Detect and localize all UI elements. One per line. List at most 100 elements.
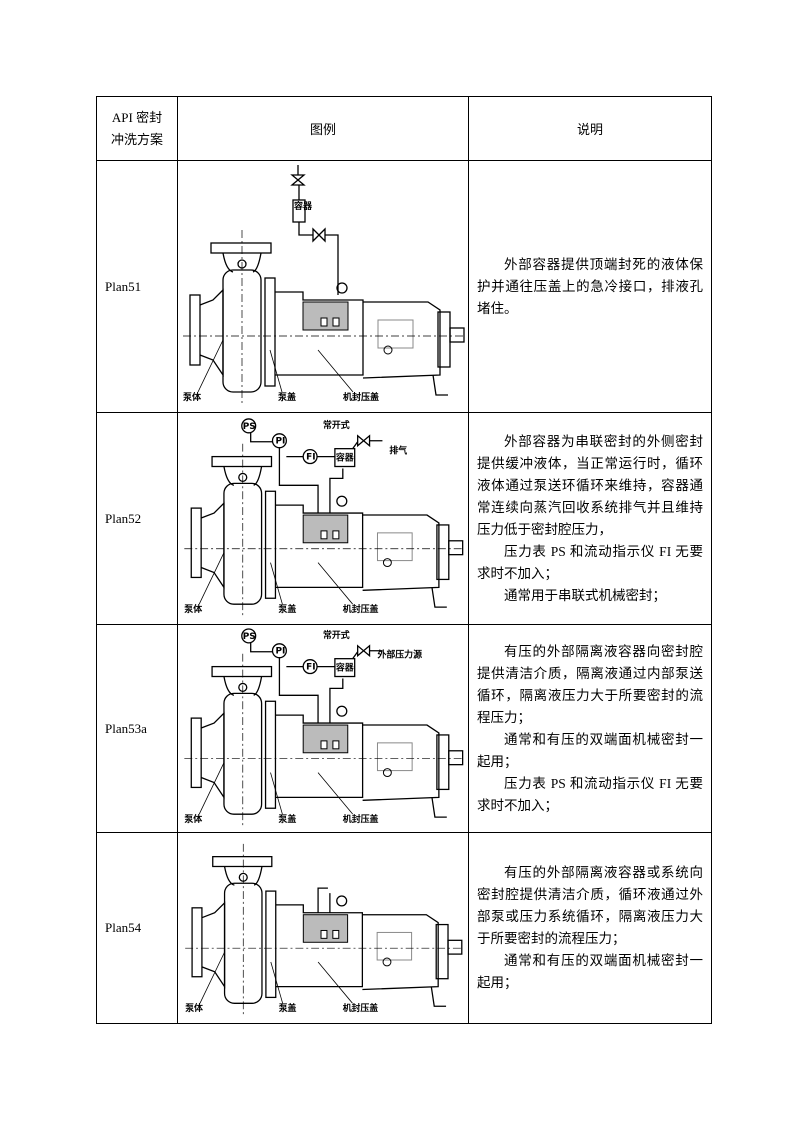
- piping: [250, 642, 344, 723]
- seal-chamber: [275, 503, 364, 588]
- seal-port: [320, 929, 328, 939]
- label-pump-body: 泵体: [185, 1002, 203, 1014]
- oil-sight-icon: [382, 557, 392, 567]
- leader-line: [317, 961, 353, 1004]
- bearing-frame: [362, 723, 440, 801]
- table-header-row: API 密封冲洗方案 图例 说明: [96, 96, 712, 161]
- header-figure: 图例: [177, 96, 469, 161]
- seal-port: [332, 929, 340, 939]
- label-ps: PS: [243, 421, 256, 431]
- description-paragraph: 压力表 PS 和流动指示仪 FI 无要求时不加入；: [477, 775, 703, 813]
- bearing-frame: [362, 913, 439, 990]
- header-description: 说明: [468, 96, 712, 161]
- suction-flange: [189, 293, 201, 366]
- discharge-neck: [223, 865, 263, 886]
- shaft-end: [448, 539, 464, 555]
- suction-nozzle: [201, 900, 226, 989]
- label-pump-cover: 泵盖: [278, 813, 296, 825]
- seal-port: [332, 317, 340, 326]
- leader-line: [199, 951, 225, 1003]
- label-vessel: 容器: [335, 451, 355, 463]
- label-pump-body: 泵体: [184, 603, 202, 615]
- description-paragraph: 通常用于串联式机械密封；: [504, 587, 666, 603]
- seal-chamber: [275, 903, 364, 987]
- plan-description: 有压的外部隔离液容器向密封腔提供清洁介质，隔离液通过内部泵送循环，隔离液压力大于…: [468, 624, 712, 833]
- label-vessel: 容器: [293, 200, 313, 212]
- valve-icon: [352, 643, 383, 659]
- lifting-eye-icon: [336, 281, 348, 294]
- lifting-eye-icon: [336, 495, 348, 507]
- suction-flange: [191, 906, 203, 977]
- leader-line: [197, 339, 224, 392]
- seal-chamber: [275, 713, 364, 798]
- valve-icon: [352, 433, 383, 449]
- seal-port: [320, 529, 328, 539]
- discharge-neck: [223, 465, 263, 486]
- label-outlet: 排气: [389, 444, 407, 456]
- lifting-eye-icon: [336, 894, 348, 906]
- plan-description: 外部容器提供顶端封死的液体保护并通往压盖上的急冷接口，排液孔堵住。: [468, 160, 712, 413]
- leader-line: [198, 762, 225, 814]
- suction-flange: [190, 716, 202, 788]
- oil-level-window: [376, 931, 413, 960]
- leader-line: [269, 349, 283, 392]
- support-foot: [432, 374, 448, 396]
- discharge-flange: [210, 241, 272, 254]
- label-pi: PI: [275, 646, 285, 656]
- pump-diagram: 泵体泵盖机封压盖: [177, 832, 469, 1024]
- label-seal-gland: 机封压盖: [343, 813, 379, 825]
- seal-port: [332, 529, 340, 539]
- discharge-neck: [222, 252, 262, 273]
- suction-nozzle: [200, 711, 225, 799]
- seal-port: [332, 739, 340, 749]
- pump-diagram-svg: 泵体 泵盖 机封压盖 容器: [183, 164, 466, 405]
- discharge-flange: [211, 665, 273, 677]
- label-seal-gland: 机封压盖: [343, 391, 379, 403]
- lifting-eye-icon: [336, 705, 348, 717]
- label-fi: FI: [306, 452, 315, 462]
- suction-nozzle: [200, 501, 225, 589]
- label-seal-gland: 机封压盖: [343, 603, 379, 615]
- bearing-frame: [362, 300, 441, 379]
- label-pi: PI: [275, 436, 285, 446]
- barrier-piping: [317, 887, 331, 913]
- leader-line: [317, 561, 354, 604]
- leader-line: [198, 552, 225, 604]
- bearing-frame: [362, 513, 440, 591]
- description-paragraph: 有压的外部隔离液容器向密封腔提供清洁介质，隔离液通过内部泵送循环，隔离液压力大于…: [477, 643, 703, 725]
- label-pump-cover: 泵盖: [278, 603, 296, 615]
- mechanical-seal: [302, 301, 349, 330]
- oil-level-window: [377, 319, 414, 348]
- vessel: [334, 657, 356, 677]
- label-outlet: 外部压力源: [376, 648, 422, 660]
- support-foot: [431, 586, 447, 608]
- header-plan-line1: API 密封: [111, 109, 163, 125]
- leader-line: [317, 771, 354, 814]
- oil-level-window: [376, 531, 413, 561]
- label-pump-cover: 泵盖: [278, 391, 296, 403]
- description-paragraph: 外部容器为串联密封的外侧密封提供缓冲液体，当正常运行时，循环液体通过泵送环循环来…: [477, 433, 703, 537]
- description-paragraph: 压力表 PS 和流动指示仪 FI 无要求时不加入；: [477, 543, 703, 581]
- seal-port: [320, 317, 328, 326]
- label-normally-open: 常开式: [323, 628, 350, 640]
- discharge-neck: [223, 675, 263, 696]
- discharge-flange: [211, 455, 273, 467]
- support-foot: [431, 796, 447, 818]
- plan-description: 有压的外部隔离液容器或系统向密封腔提供清洁介质，循环液通过外部泵或压力系统循环，…: [468, 832, 712, 1024]
- support-foot: [430, 985, 447, 1007]
- description-paragraph: 有压的外部隔离液容器或系统向密封腔提供清洁介质，循环液通过外部泵或压力系统循环，…: [477, 865, 703, 946]
- leader-line: [270, 771, 283, 814]
- oil-sight-icon: [382, 767, 392, 777]
- pump-cover: [264, 276, 276, 387]
- seal-chamber: [275, 290, 364, 376]
- label-pump-body: 泵体: [183, 391, 202, 403]
- plan-name: Plan53a: [96, 624, 178, 833]
- plan-description: 外部容器为串联密封的外侧密封提供缓冲液体，当正常运行时，循环液体通过泵送环循环来…: [468, 412, 712, 625]
- piping: [250, 432, 344, 513]
- pump-cover: [264, 490, 277, 599]
- api-seal-plan-table: API 密封冲洗方案 图例 说明 Plan51 泵体泵盖机封压盖容器 外部容器提…: [96, 96, 712, 1024]
- description-paragraph: 通常和有压的双端面机械密封一起用；: [477, 731, 703, 769]
